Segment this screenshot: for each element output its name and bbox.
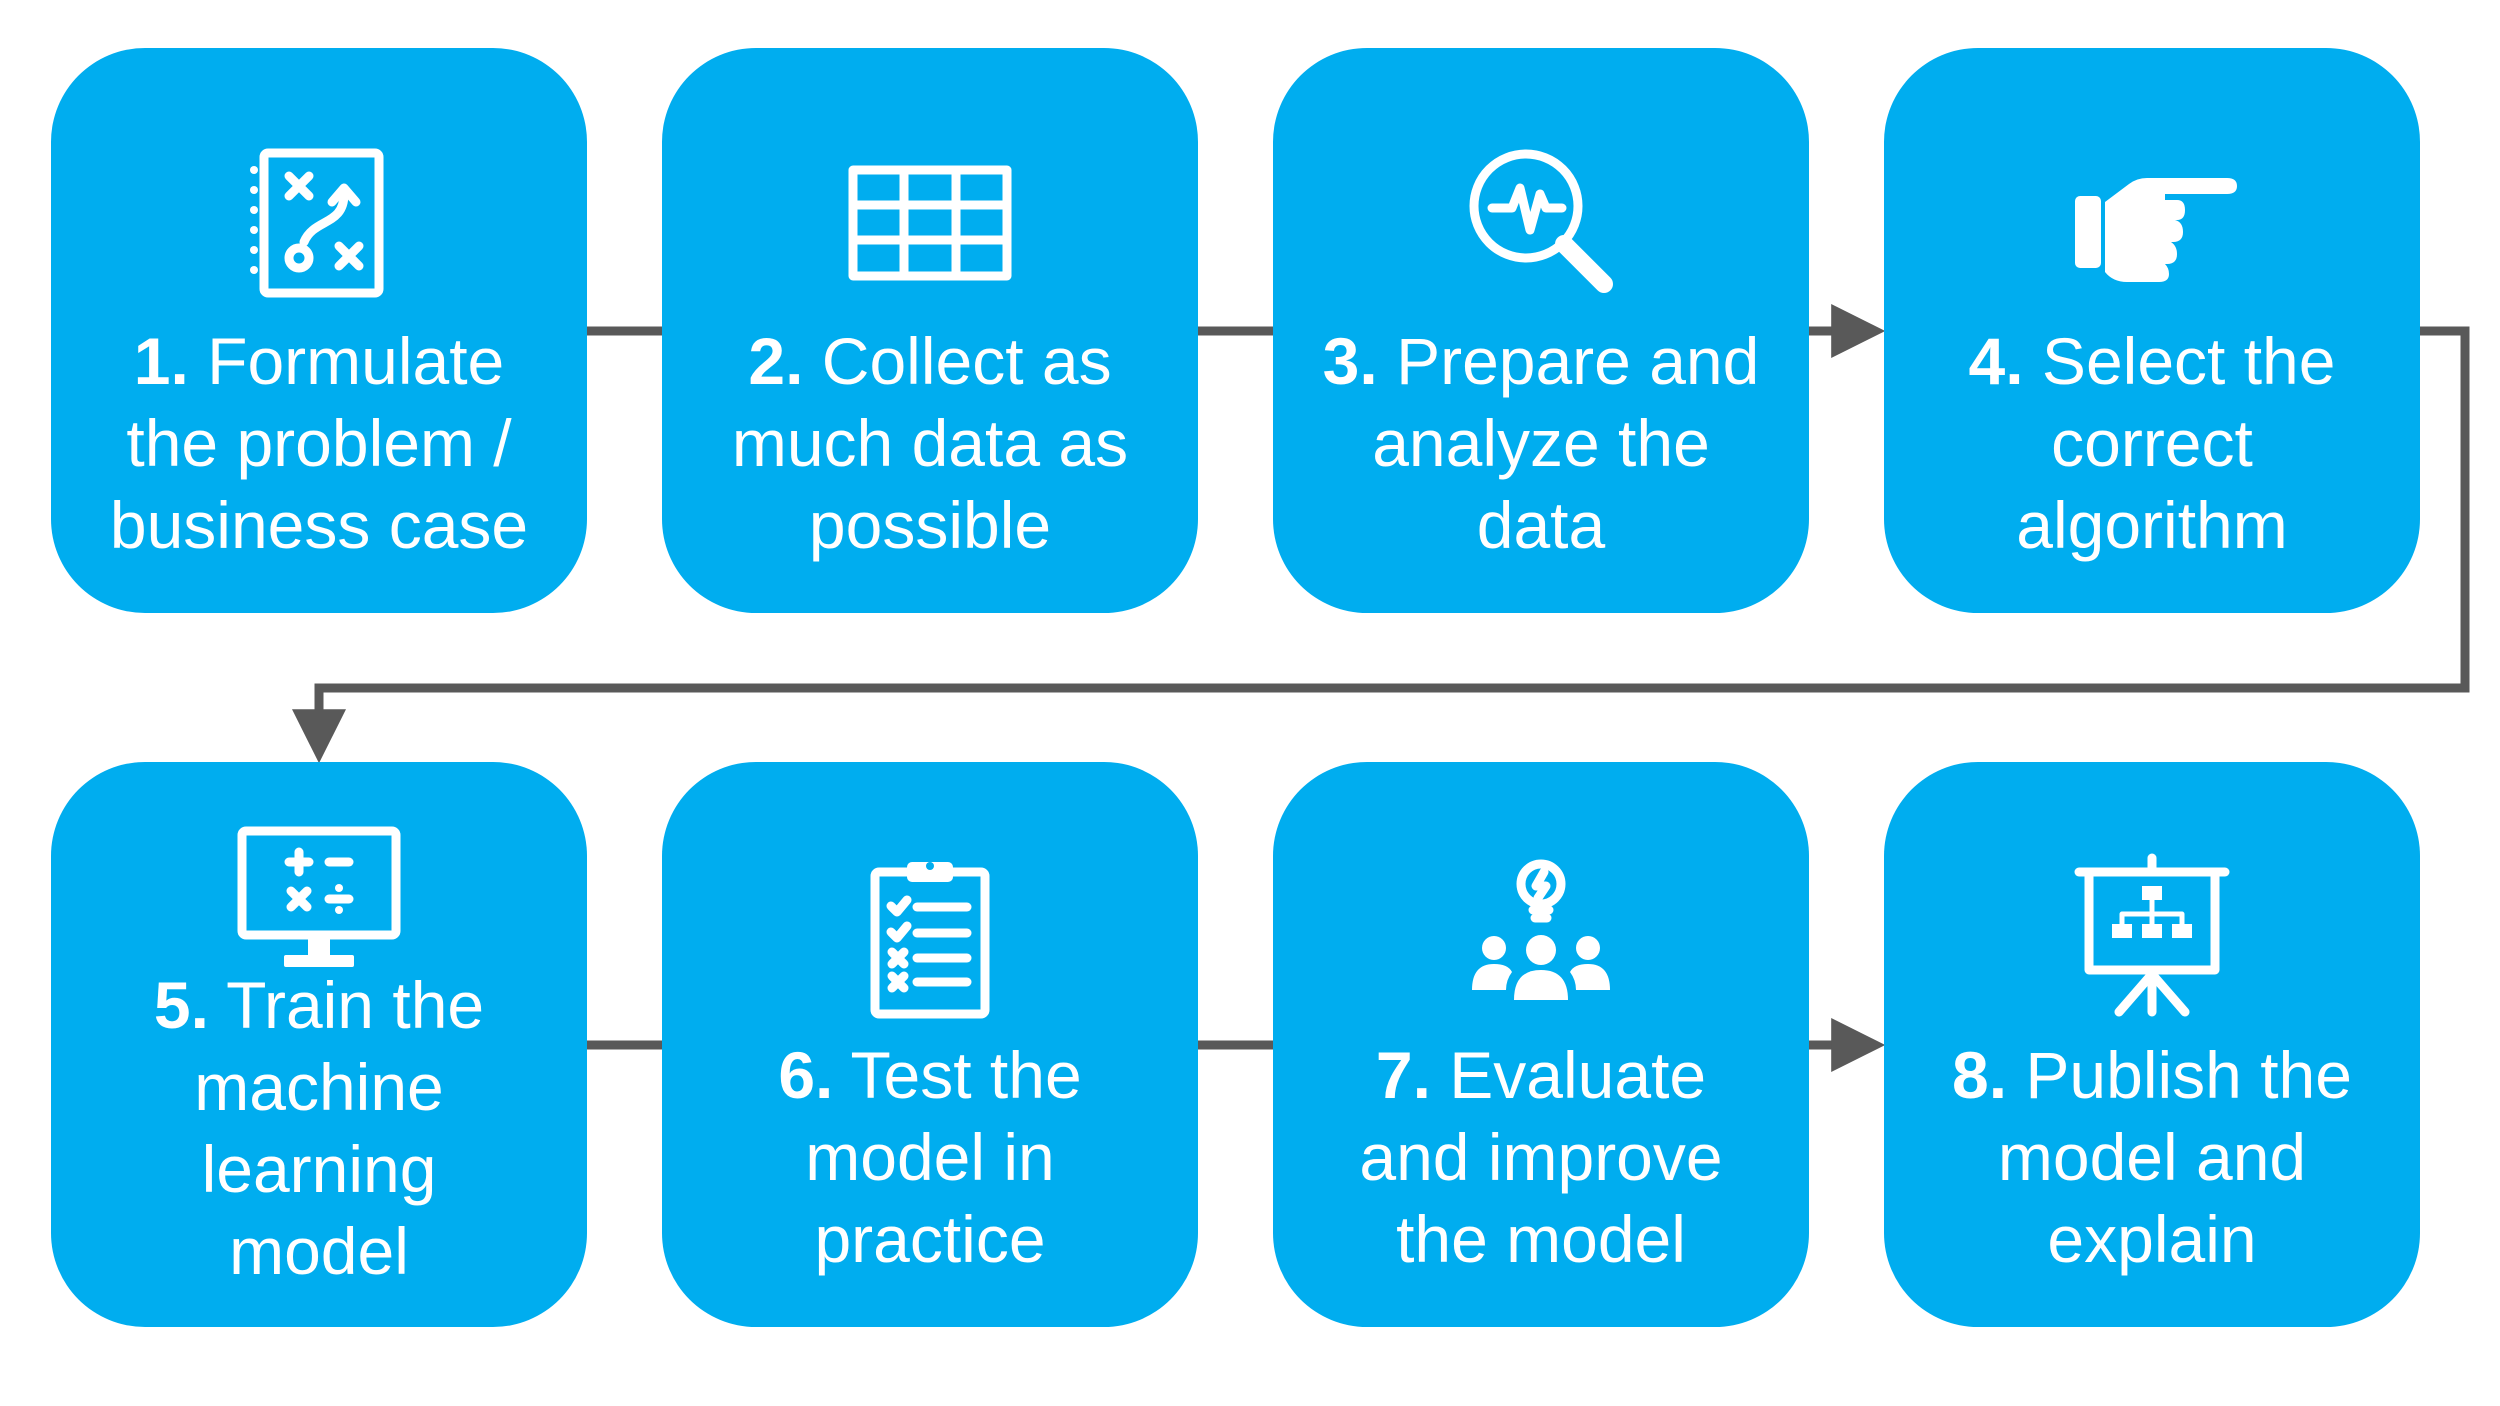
step-5-label: 5. Train the machine learning model <box>71 964 567 1292</box>
step-2-label: 2. Collect as much data as possible <box>682 320 1178 566</box>
step-2-box: 2. Collect as much data as possible <box>662 48 1198 613</box>
monitor-math-icon <box>51 812 587 992</box>
team-idea-icon <box>1273 842 1809 1032</box>
step-8-line-3: explain <box>2047 1202 2257 1276</box>
step-1-number: 1. <box>133 324 189 398</box>
step-3-line-3: data <box>1476 488 1606 562</box>
step-5-line-3: learning <box>201 1132 437 1206</box>
step-4-number: 4. <box>1968 324 2024 398</box>
step-3-line-2: analyze the <box>1372 406 1710 480</box>
step-1-line-1: 1. Formulate <box>133 324 505 398</box>
step-2-number: 2. <box>748 324 804 398</box>
step-7-line-3: the model <box>1396 1202 1686 1276</box>
step-4-line-2: correct <box>2051 406 2253 480</box>
step-3-line-1: 3. Prepare and <box>1322 324 1760 398</box>
clipboard-checklist-icon <box>662 842 1198 1032</box>
step-3-box: 3. Prepare and analyze the data <box>1273 48 1809 613</box>
step-4-line-1: 4. Select the <box>1968 324 2336 398</box>
step-1-label: 1. Formulate the problem / business case <box>71 320 567 566</box>
step-5-line-4: model <box>229 1214 409 1288</box>
step-7-box: 7. Evaluate and improve the model <box>1273 762 1809 1327</box>
step-6-box: 6. Test the model in practice <box>662 762 1198 1327</box>
step-6-number: 6. <box>778 1038 834 1112</box>
step-6-label: 6. Test the model in practice <box>682 1034 1178 1280</box>
magnifier-pulse-icon <box>1273 128 1809 318</box>
strategy-board-icon <box>51 128 587 318</box>
step-4-label: 4. Select the correct algorithm <box>1904 320 2400 566</box>
step-8-line-1: 8. Publish the <box>1952 1038 2352 1112</box>
step-2-line-2: much data as <box>731 406 1129 480</box>
step-5-number: 5. <box>153 968 209 1042</box>
step-7-line-2: and improve <box>1359 1120 1723 1194</box>
step-3-number: 3. <box>1322 324 1378 398</box>
step-5-line-2: machine <box>194 1050 444 1124</box>
step-3-label: 3. Prepare and analyze the data <box>1293 320 1789 566</box>
step-2-line-1: 2. Collect as <box>748 324 1112 398</box>
step-1-line-2: the problem / <box>126 406 512 480</box>
step-8-box: 8. Publish the model and explain <box>1884 762 2420 1327</box>
connector-4-5-arrow <box>292 326 2470 764</box>
step-4-box: 4. Select the correct algorithm <box>1884 48 2420 613</box>
step-1-line-3: business case <box>109 488 529 562</box>
step-8-number: 8. <box>1952 1038 2008 1112</box>
step-5-box: 5. Train the machine learning model <box>51 762 587 1327</box>
step-7-number: 7. <box>1375 1038 1431 1112</box>
step-4-line-3: algorithm <box>2016 488 2288 562</box>
step-5-line-1: 5. Train the <box>153 968 485 1042</box>
pointing-hand-icon <box>1884 128 2420 318</box>
step-8-line-2: model and <box>1997 1120 2307 1194</box>
step-2-line-3: possible <box>808 488 1052 562</box>
step-7-label: 7. Evaluate and improve the model <box>1293 1034 1789 1280</box>
step-6-line-2: model in <box>805 1120 1055 1194</box>
step-6-line-1: 6. Test the <box>778 1038 1082 1112</box>
presentation-board-icon <box>1884 842 2420 1032</box>
step-6-line-3: practice <box>814 1202 1046 1276</box>
table-grid-icon <box>662 128 1198 318</box>
step-1-box: 1. Formulate the problem / business case <box>51 48 587 613</box>
step-8-label: 8. Publish the model and explain <box>1904 1034 2400 1280</box>
step-7-line-1: 7. Evaluate <box>1375 1038 1707 1112</box>
